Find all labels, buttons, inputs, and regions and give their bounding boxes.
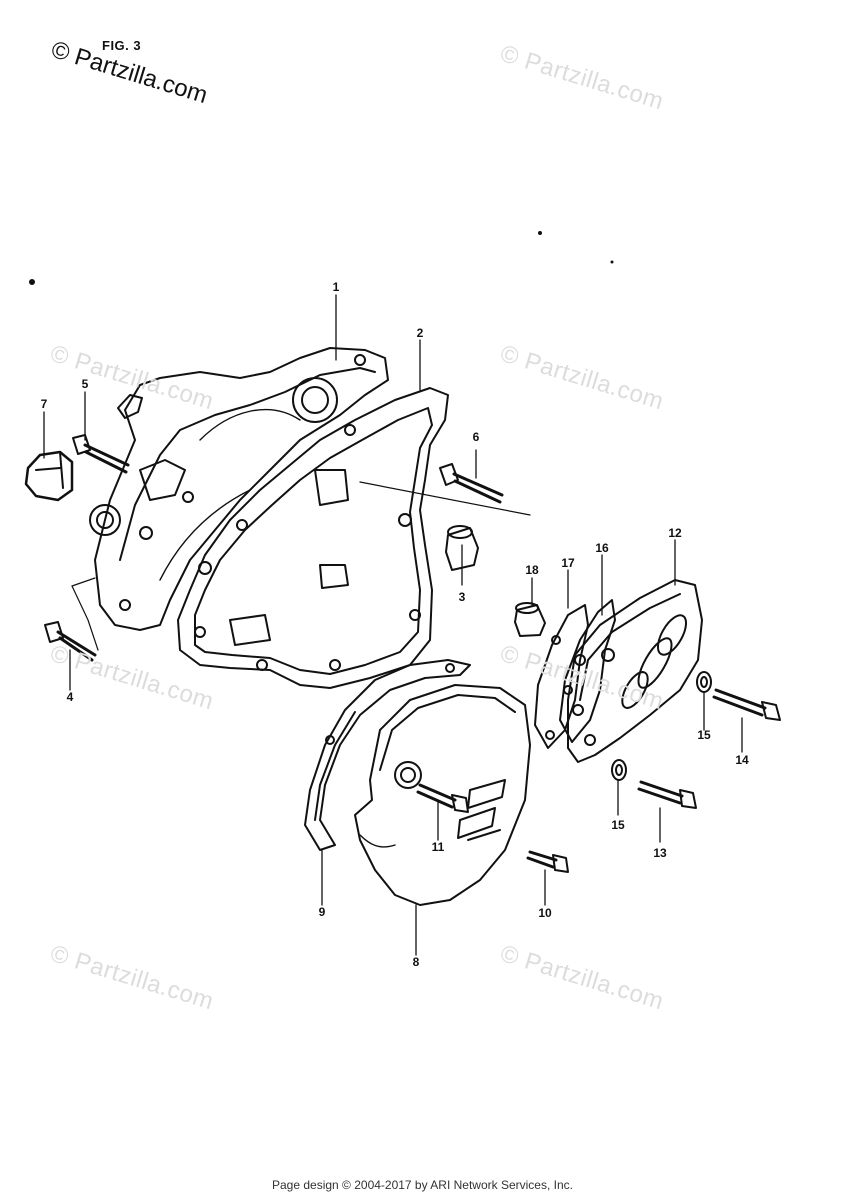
callout-18: 18: [525, 563, 539, 577]
callout-14: 14: [735, 753, 749, 767]
alignment-lines: [71, 481, 531, 651]
part-3-dowel: [445, 525, 479, 571]
callout-3: 3: [458, 590, 466, 604]
callout-8: 8: [412, 955, 420, 969]
callout-9: 9: [318, 905, 326, 919]
part-8-magneto-cover: [354, 684, 531, 906]
callout-1: 1: [332, 280, 340, 294]
callout-4: 4: [66, 690, 74, 704]
callout-15-lower: 15: [611, 818, 625, 832]
part-11-bolt: [416, 783, 469, 813]
page-footer: Page design © 2004-2017 by ARI Network S…: [271, 1178, 573, 1192]
callout-16: 16: [595, 541, 609, 555]
part-1-crankcase-cover: [89, 347, 389, 631]
callout-6: 6: [472, 430, 480, 444]
callout-10: 10: [538, 906, 552, 920]
callout-17: 17: [561, 556, 575, 570]
callout-12: 12: [668, 526, 682, 540]
part-17-reed-gasket: [534, 604, 589, 749]
part-4-bolt: [44, 621, 97, 662]
part-9-cover-gasket: [304, 659, 471, 851]
callout-15-upper: 15: [697, 728, 711, 742]
leader-lines: [43, 294, 743, 956]
part-14-bolt: [712, 688, 781, 721]
part-13-bolt: [637, 780, 697, 809]
figure-label: FIG. 3: [102, 38, 142, 53]
part-2-gasket: [177, 387, 449, 689]
part-15-washer-lower: [611, 759, 627, 781]
callout-2: 2: [416, 326, 424, 340]
part-18-dowel: [514, 602, 546, 637]
part-7-cap: [24, 450, 74, 502]
part-15-washer-upper: [696, 671, 712, 693]
callout-13: 13: [653, 846, 667, 860]
callout-7: 7: [40, 397, 48, 411]
callout-11: 11: [431, 840, 445, 854]
part-6-bolt: [439, 463, 504, 504]
callout-5: 5: [81, 377, 89, 391]
part-10-bolt: [526, 850, 569, 873]
part-5-bolt: [72, 434, 130, 474]
